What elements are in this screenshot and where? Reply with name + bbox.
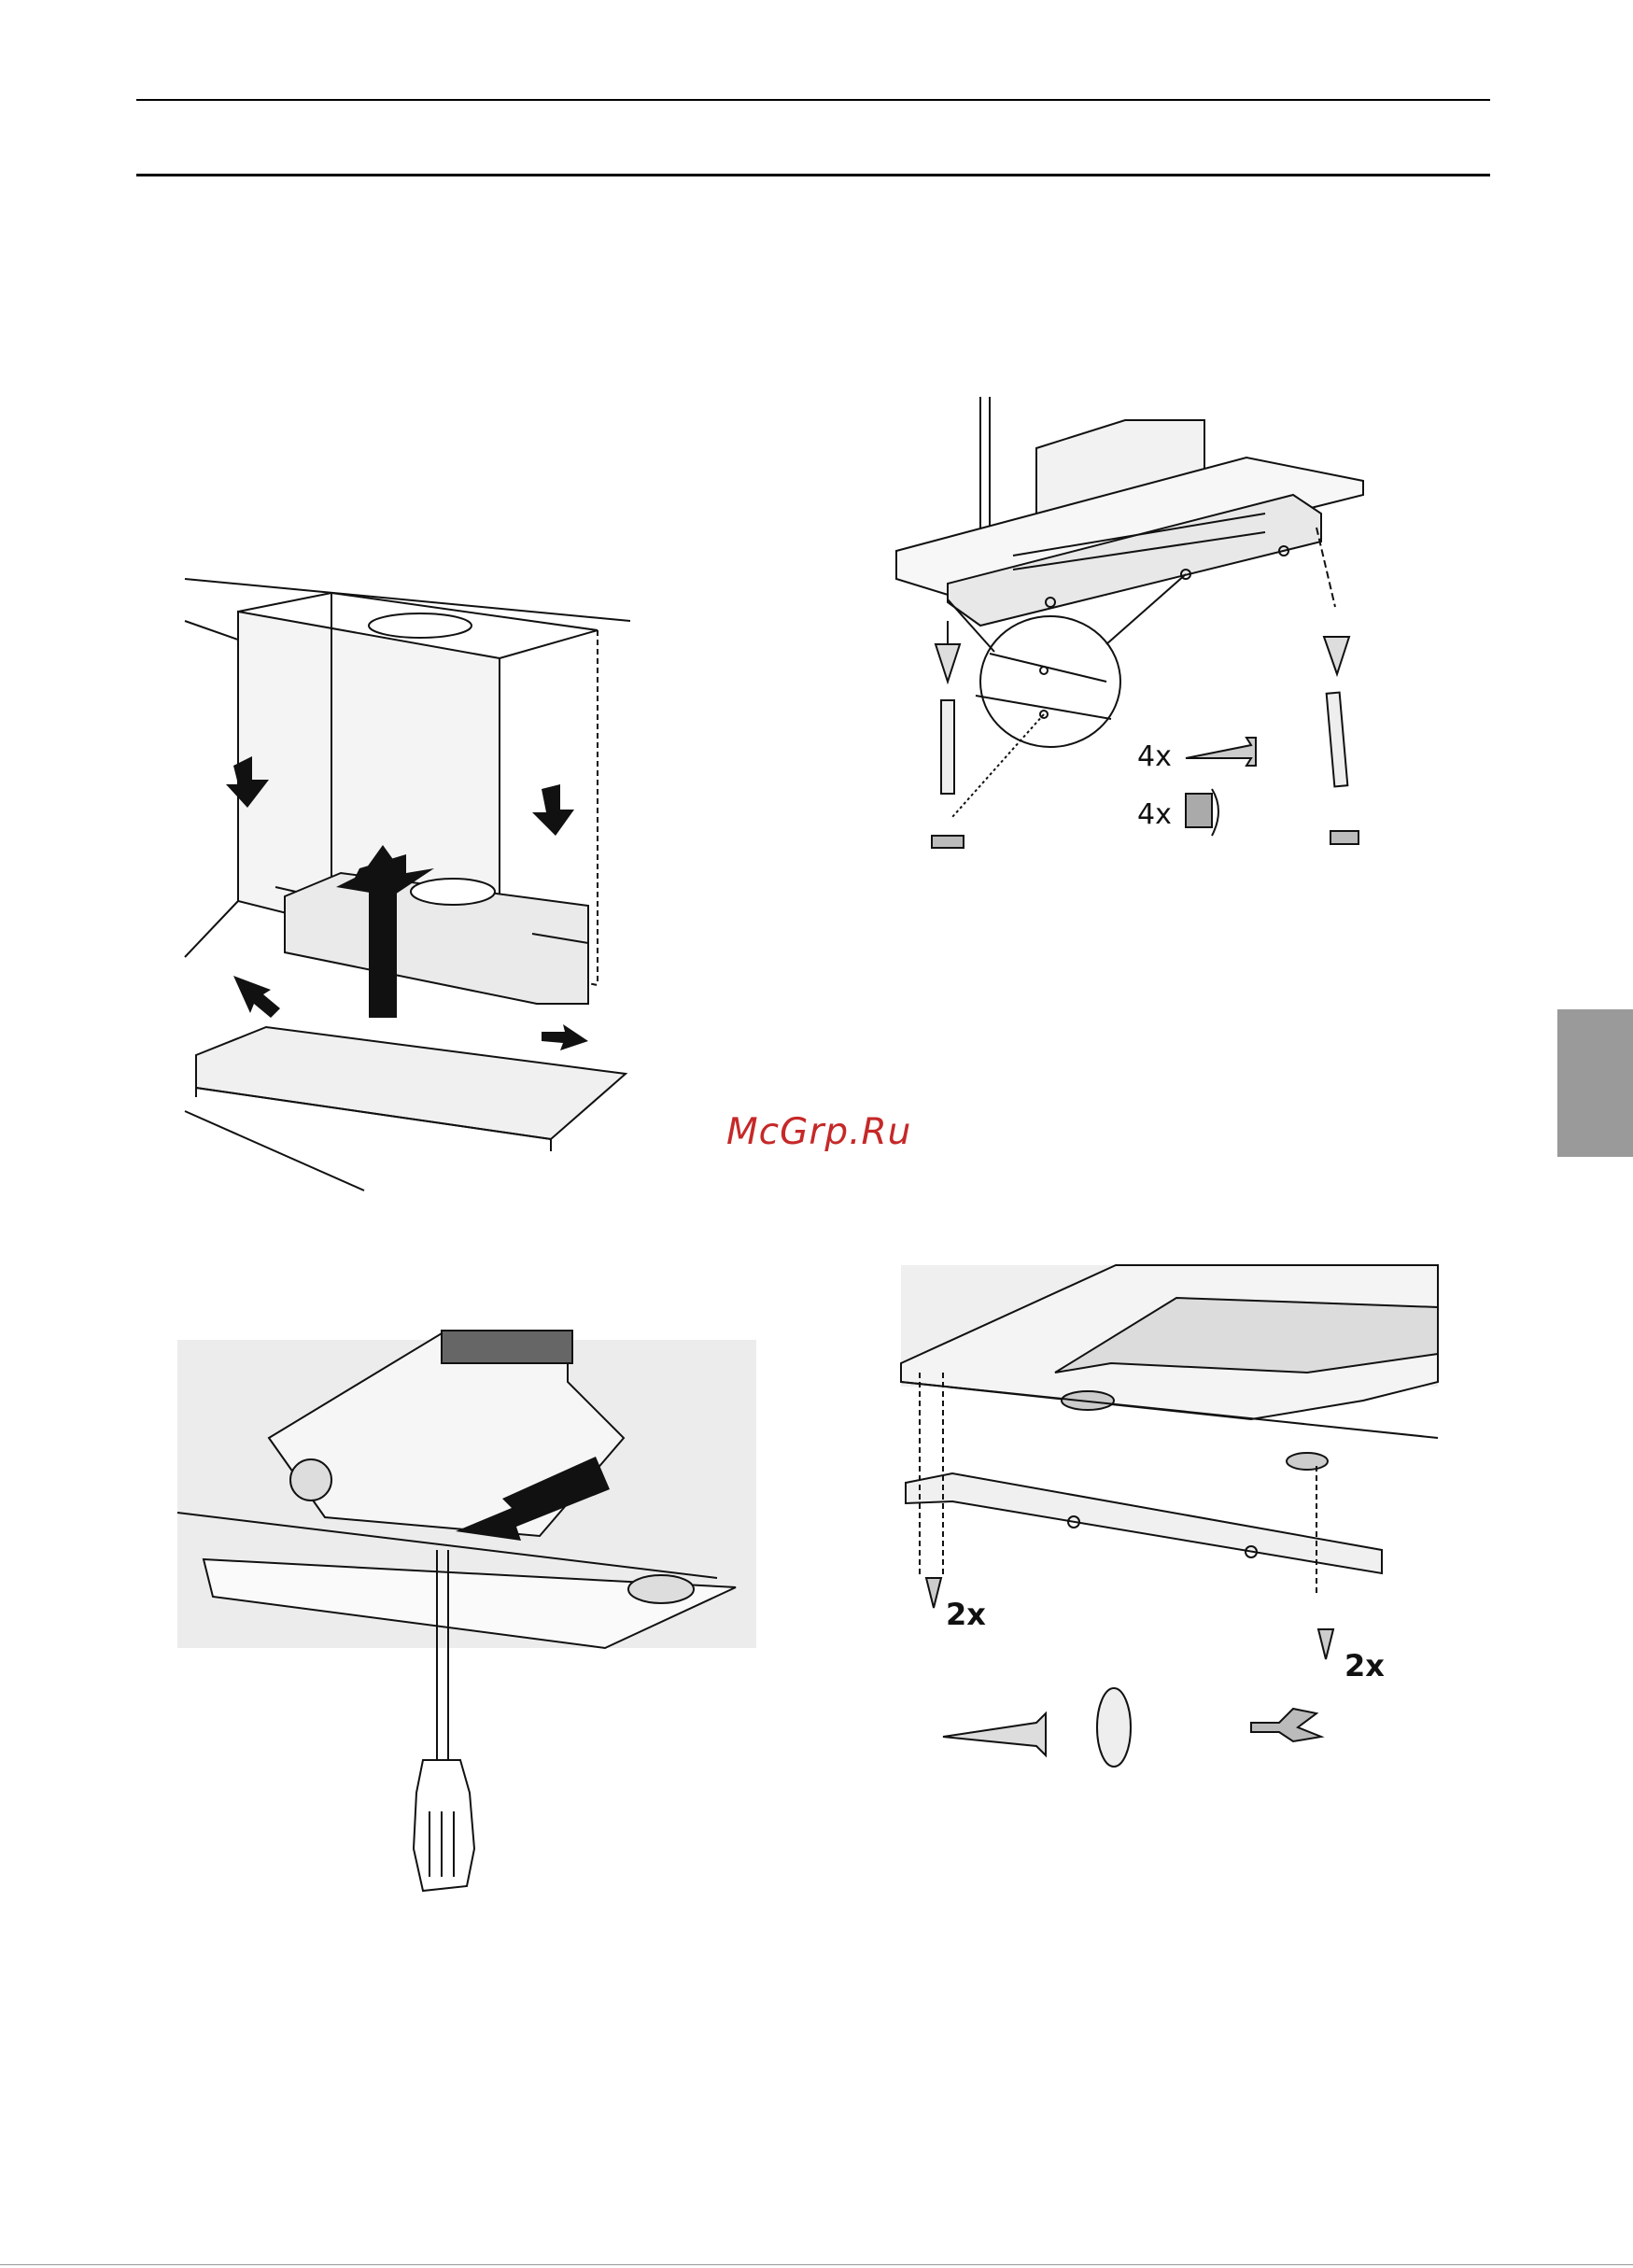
page-bottom-edge — [0, 2264, 1633, 2265]
header-rule-top — [136, 99, 1490, 101]
figure-front-strip-mounting: 2x 2x — [878, 1251, 1466, 1793]
right-screw-count-label: 2x — [1344, 1648, 1385, 1683]
figure-bracket-screws: 4x 4x — [878, 392, 1382, 868]
watermark: McGrp.Ru — [726, 1111, 911, 1153]
left-screw-count-label: 2x — [946, 1597, 986, 1632]
figure-cabinet-installation — [177, 565, 644, 1200]
section-tab — [1557, 1009, 1633, 1157]
header-rule-bottom — [136, 174, 1490, 176]
figure-screwdriver-fixing — [176, 1289, 764, 1905]
cap-count-label: 4x — [1137, 798, 1172, 831]
screw-count-label: 4x — [1137, 740, 1172, 773]
